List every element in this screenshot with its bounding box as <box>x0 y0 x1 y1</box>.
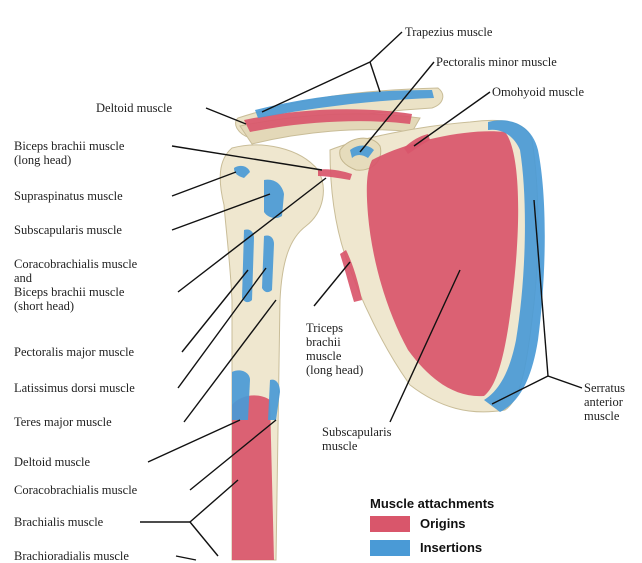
label-triceps-4: (long head) <box>306 363 363 377</box>
label-coracobrachialis-2: and <box>14 271 33 285</box>
label-pectoralis-minor: Pectoralis minor muscle <box>436 55 557 69</box>
subscapularis-origin <box>367 131 518 396</box>
label-serratus-1: Serratus <box>584 381 625 395</box>
label-latissimus: Latissimus dorsi muscle <box>14 381 135 395</box>
label-coracobrachialis-3: Biceps brachii muscle <box>14 285 125 299</box>
legend-swatch-insertions <box>370 540 410 556</box>
label-brachioradialis: Brachioradialis muscle <box>14 549 129 563</box>
legend-label-insertions: Insertions <box>420 540 482 555</box>
label-pectoralis-major: Pectoralis major muscle <box>14 345 135 359</box>
label-biceps-long-2: (long head) <box>14 153 71 167</box>
label-coracobrachialis-4: (short head) <box>14 299 74 313</box>
label-coracobrachialis-low: Coracobrachialis muscle <box>14 483 138 497</box>
label-trapezius: Trapezius muscle <box>405 25 493 39</box>
label-subscapularis-right-2: muscle <box>322 439 358 453</box>
pectoralis-major-insertion <box>242 229 254 302</box>
label-omohyoid: Omohyoid muscle <box>492 85 584 99</box>
label-teres-major: Teres major muscle <box>14 415 112 429</box>
label-triceps-1: Triceps <box>306 321 343 335</box>
label-triceps-2: brachii <box>306 335 341 349</box>
latissimus-insertion <box>262 235 274 292</box>
label-deltoid-low: Deltoid muscle <box>14 455 90 469</box>
legend: Muscle attachments Origins Insertions <box>370 496 494 556</box>
deltoid-insertion <box>232 370 250 420</box>
label-supraspinatus: Supraspinatus muscle <box>14 189 123 203</box>
label-serratus-2: anterior <box>584 395 624 409</box>
label-serratus-3: muscle <box>584 409 620 423</box>
label-deltoid-top: Deltoid muscle <box>96 101 172 115</box>
legend-title: Muscle attachments <box>370 496 494 511</box>
label-subscapularis-right-1: Subscapularis <box>322 425 392 439</box>
label-biceps-long-1: Biceps brachii muscle <box>14 139 125 153</box>
legend-label-origins: Origins <box>420 516 466 531</box>
label-subscapularis-left: Subscapularis muscle <box>14 223 122 237</box>
label-brachialis: Brachialis muscle <box>14 515 104 529</box>
label-coracobrachialis-1: Coracobrachialis muscle <box>14 257 138 271</box>
label-triceps-3: muscle <box>306 349 342 363</box>
legend-swatch-origins <box>370 516 410 532</box>
